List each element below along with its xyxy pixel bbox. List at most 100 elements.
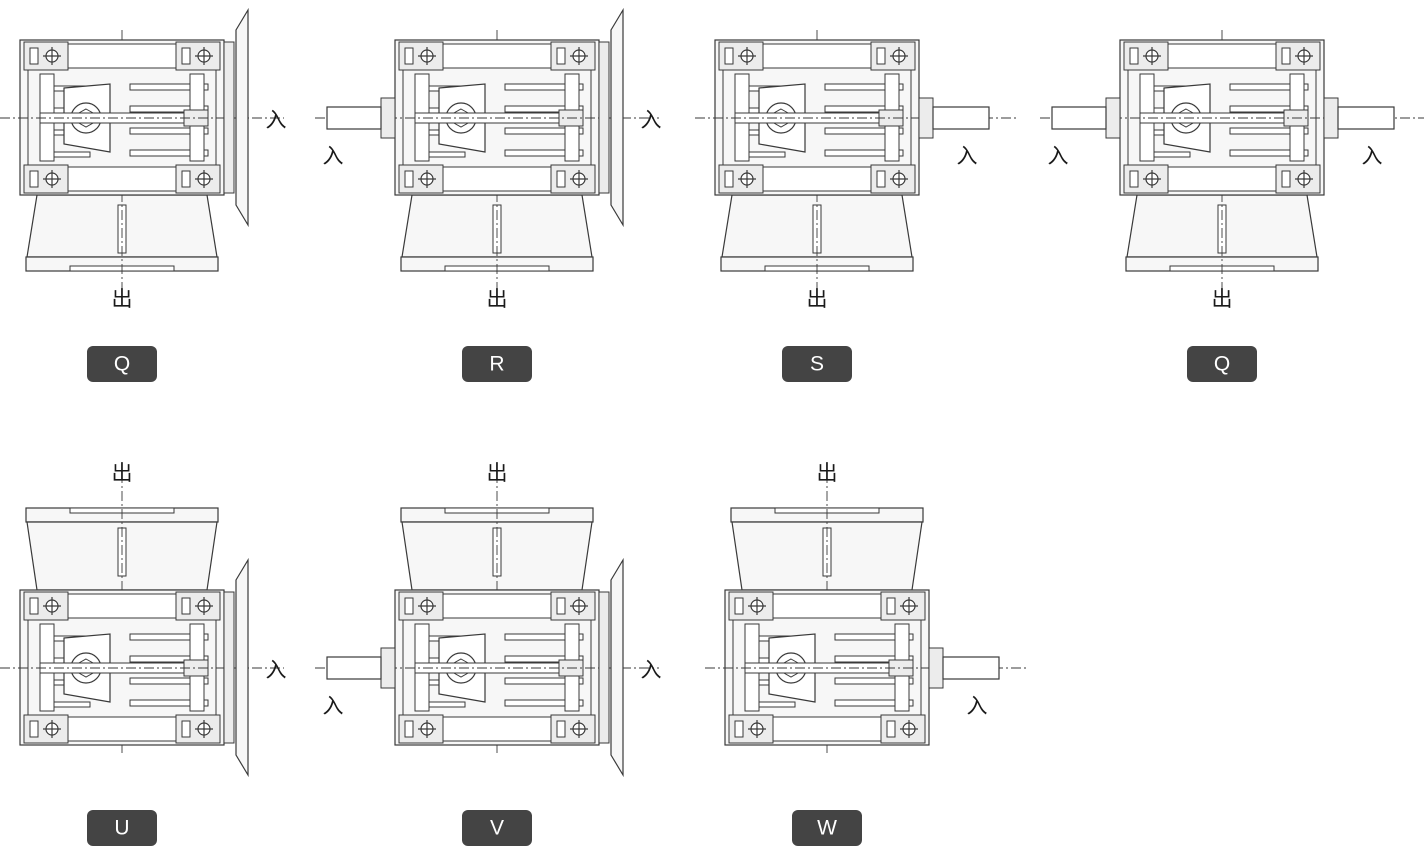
clamp-slot xyxy=(556,597,566,615)
badge-label: U xyxy=(114,817,129,840)
output-direction-label: 出 xyxy=(1212,287,1233,311)
gear-tooth-bar xyxy=(129,149,209,157)
input-shaft-left xyxy=(326,656,382,680)
input-bearing-cap xyxy=(1105,97,1121,139)
position-badge: V xyxy=(462,810,532,846)
input-direction-label-left: 入 xyxy=(323,144,344,168)
badge-background xyxy=(1187,346,1257,382)
input-shaft-right xyxy=(942,656,1000,680)
bottom-rail xyxy=(1167,166,1277,192)
input-bearing-cap xyxy=(380,97,396,139)
gear-tooth-bar xyxy=(129,105,209,113)
clamp-slot xyxy=(1281,47,1291,65)
clamp-slot xyxy=(29,170,39,188)
clamp-slot xyxy=(876,47,886,65)
internal-rib xyxy=(424,701,466,708)
gear-tooth-bar xyxy=(504,105,584,113)
motor-flange xyxy=(235,557,249,778)
input-shaft-left xyxy=(1051,106,1107,130)
bottom-rail xyxy=(762,166,872,192)
clamp-slot xyxy=(886,597,896,615)
badge-label: W xyxy=(817,817,837,840)
gear-tooth-bar xyxy=(824,149,904,157)
clamp-slot xyxy=(1129,47,1139,65)
flange-adapter xyxy=(223,41,235,194)
bottom-rail xyxy=(67,166,177,192)
output-direction-label: 出 xyxy=(112,287,133,311)
gear-tooth-bar xyxy=(504,633,584,641)
badge-background xyxy=(87,810,157,846)
clamp-slot xyxy=(404,170,414,188)
badge-background xyxy=(792,810,862,846)
output-direction-label: 出 xyxy=(487,461,508,485)
clamp-slot xyxy=(181,47,191,65)
input-shaft-left xyxy=(326,106,382,130)
motor-flange xyxy=(235,7,249,228)
input-direction-label: 入 xyxy=(641,108,662,132)
gear-tooth-bar xyxy=(504,83,584,91)
gear-tooth-bar xyxy=(834,633,914,641)
clamp-slot xyxy=(29,47,39,65)
gear-tooth-bar xyxy=(824,105,904,113)
gear-tooth-bar xyxy=(1229,127,1309,135)
clamp-slot xyxy=(181,597,191,615)
mounting-position-S: 出 入 S xyxy=(695,30,1019,382)
clamp-slot xyxy=(876,170,886,188)
output-direction-label: 出 xyxy=(817,461,838,485)
clamp-slot xyxy=(181,720,191,738)
badge-background xyxy=(87,346,157,382)
top-rail xyxy=(67,43,177,69)
internal-rib xyxy=(1149,151,1191,158)
internal-rib xyxy=(424,151,466,158)
badge-background xyxy=(782,346,852,382)
gear-tooth-bar xyxy=(504,655,584,663)
badge-label: S xyxy=(810,353,824,376)
top-rail xyxy=(442,43,552,69)
input-direction-label-right: 入 xyxy=(1362,144,1383,168)
output-direction-label: 出 xyxy=(807,287,828,311)
gear-tooth-bar xyxy=(129,127,209,135)
gear-tooth-bar xyxy=(504,699,584,707)
bottom-rail xyxy=(442,716,552,742)
input-direction-label-right: 入 xyxy=(957,144,978,168)
bottom-rail xyxy=(67,716,177,742)
clamp-slot xyxy=(556,47,566,65)
badge-label: Q xyxy=(114,353,130,376)
clamp-slot xyxy=(181,170,191,188)
clamp-slot xyxy=(886,720,896,738)
mounting-position-Q2: 出 入 入 Q xyxy=(1040,30,1424,382)
input-shaft-right xyxy=(932,106,990,130)
top-rail xyxy=(442,593,552,619)
gear-tooth-bar xyxy=(129,677,209,685)
gear-tooth-bar xyxy=(504,149,584,157)
input-bearing-cap xyxy=(1323,97,1339,139)
internal-rib xyxy=(49,701,91,708)
badge-background xyxy=(462,810,532,846)
internal-rib xyxy=(744,151,786,158)
gear-tooth-bar xyxy=(834,699,914,707)
input-direction-label: 入 xyxy=(641,658,662,682)
top-rail xyxy=(1167,43,1277,69)
input-bearing-cap xyxy=(928,647,944,689)
position-badge: W xyxy=(792,810,862,846)
position-badge: U xyxy=(87,810,157,846)
output-direction-label: 出 xyxy=(112,461,133,485)
position-badge: Q xyxy=(87,346,157,382)
top-rail xyxy=(772,593,882,619)
input-direction-label-left: 入 xyxy=(1048,144,1069,168)
gear-tooth-bar xyxy=(504,677,584,685)
mounting-position-Q: 出入Q xyxy=(0,7,287,382)
badge-label: V xyxy=(490,817,504,840)
badge-label: Q xyxy=(1214,353,1230,376)
position-badge: R xyxy=(462,346,532,382)
clamp-slot xyxy=(404,47,414,65)
input-direction-label-right: 入 xyxy=(967,694,988,718)
clamp-slot xyxy=(1129,170,1139,188)
output-direction-label: 出 xyxy=(487,287,508,311)
clamp-slot xyxy=(29,720,39,738)
clamp-slot xyxy=(556,170,566,188)
flange-adapter xyxy=(598,41,610,194)
clamp-slot xyxy=(724,170,734,188)
input-direction-label-left: 入 xyxy=(323,694,344,718)
flange-adapter xyxy=(223,591,235,744)
